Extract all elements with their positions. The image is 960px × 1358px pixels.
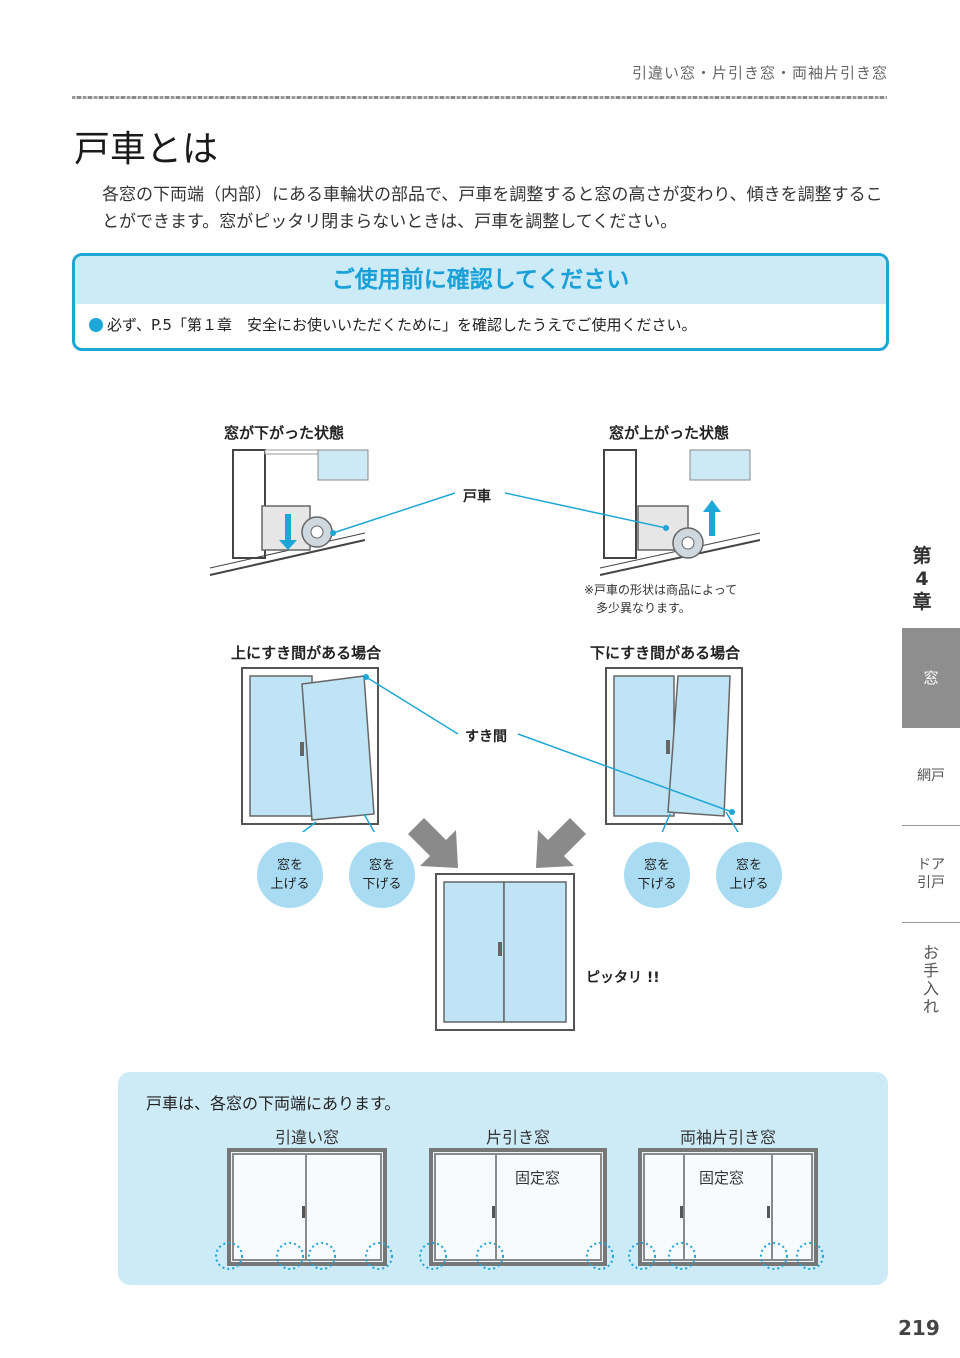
tab-separator xyxy=(902,825,960,826)
label-sliding-window: 引違い窓 xyxy=(274,1128,339,1147)
double-side-window-diagram xyxy=(628,1148,824,1270)
bullet-icon xyxy=(89,318,103,332)
tab-window[interactable]: 窓 xyxy=(902,628,960,728)
label-window-up: 窓が上がった状態 xyxy=(609,424,730,442)
callout-gap: すき間 xyxy=(465,729,507,745)
result-text: ピッタリ !! xyxy=(586,970,660,986)
fixed-window-label: 固定窓 xyxy=(699,1169,745,1187)
single-sliding-window-diagram xyxy=(419,1148,614,1270)
tab-screen[interactable]: 網戸 xyxy=(917,768,945,784)
window-gap-bottom xyxy=(605,667,743,825)
roller-down-diagram xyxy=(209,449,369,576)
bubble-lower-right: 窓を下げる xyxy=(624,842,690,908)
bubble-lower-left: 窓を下げる xyxy=(349,842,415,908)
label-double-side-window: 両袖片引き窓 xyxy=(679,1128,776,1147)
chapter-marker: 第 4 章 xyxy=(912,545,932,613)
label-gap-bottom: 下にすき間がある場合 xyxy=(590,644,741,662)
notice-box: ご使用前に確認してください 必ず、P.5「第１章 安全にお使いいただくために」を… xyxy=(72,253,889,351)
fixed-window-label: 固定窓 xyxy=(515,1169,561,1187)
label-single-sliding-window: 片引き窓 xyxy=(485,1128,550,1147)
arrow-right-down-icon xyxy=(408,818,458,868)
tab-separator xyxy=(902,922,960,923)
label-gap-top: 上にすき間がある場合 xyxy=(231,644,382,662)
page-number: 219 xyxy=(898,1316,940,1340)
gap-illustration xyxy=(241,667,743,832)
shape-note-line2: 多少異なります。 xyxy=(596,601,691,615)
roller-location-text: 戸車は、各窓の下両端にあります。 xyxy=(146,1094,401,1113)
header-category: 引違い窓・片引き窓・両袖片引き窓 xyxy=(631,64,888,82)
arrow-left-down-icon xyxy=(536,818,586,868)
sliding-window-diagram xyxy=(215,1148,393,1270)
roller-illustration xyxy=(209,449,761,576)
window-types-illustration xyxy=(215,1148,824,1270)
result-illustration xyxy=(408,818,586,1031)
bubble-raise-left: 窓を上げる xyxy=(257,842,323,908)
tab-care[interactable]: お 手 入 れ xyxy=(922,943,939,1016)
notice-heading: ご使用前に確認してください xyxy=(75,256,886,304)
window-aligned xyxy=(435,873,575,1031)
shape-note-line1: ※戸車の形状は商品によって xyxy=(584,583,738,597)
page-title: 戸車とは xyxy=(74,129,219,170)
label-window-down: 窓が下がった状態 xyxy=(224,424,345,442)
callout-roller: 戸車 xyxy=(463,489,491,505)
intro-text: 各窓の下両端（内部）にある車輪状の部品で、戸車を調整すると窓の高さが変わり、傾き… xyxy=(102,185,883,232)
bubble-raise-right: 窓を上げる xyxy=(716,842,782,908)
tab-door[interactable]: ドア 引戸 xyxy=(917,857,945,891)
window-gap-top xyxy=(241,667,379,825)
header-rule xyxy=(72,96,887,99)
roller-up-diagram xyxy=(599,449,761,576)
notice-body: 必ず、P.5「第１章 安全にお使いいただくために」を確認したうえでご使用ください… xyxy=(75,304,886,335)
notice-text: 必ず、P.5「第１章 安全にお使いいただくために」を確認したうえでご使用ください… xyxy=(107,316,697,334)
